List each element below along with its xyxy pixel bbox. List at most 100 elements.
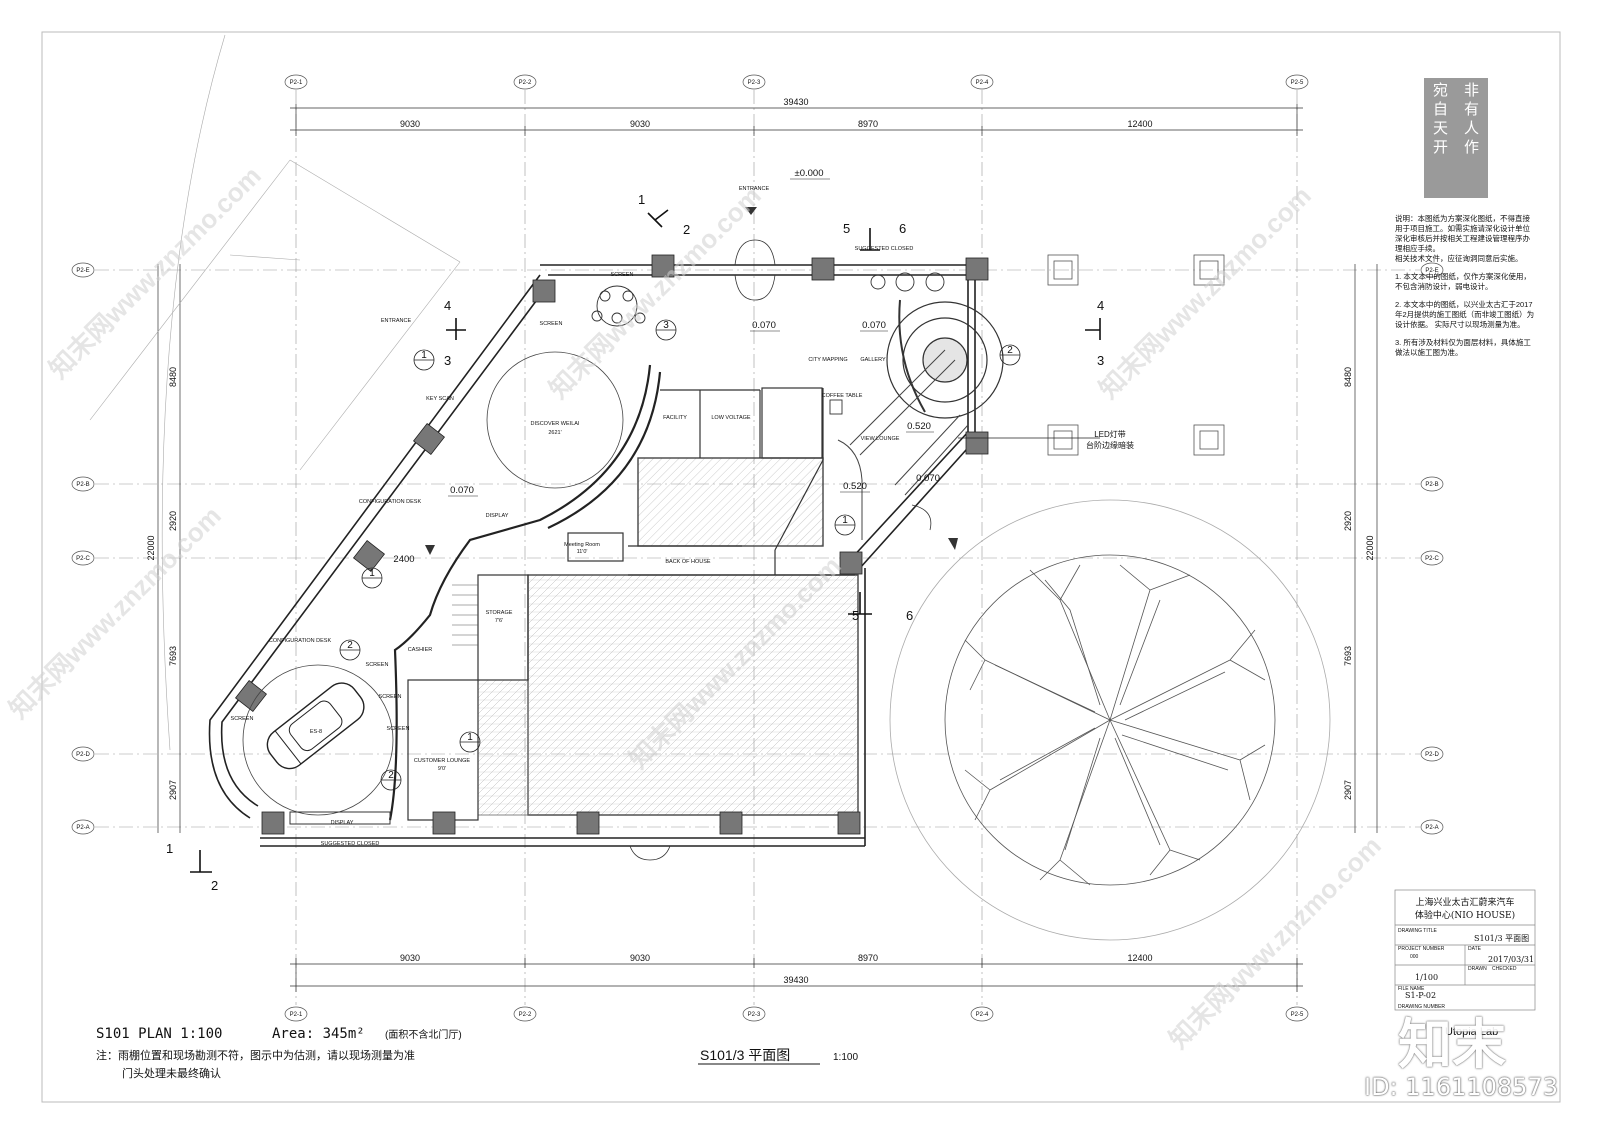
right-dim-4: 2907: [1343, 780, 1353, 800]
top-dim-1: 9030: [400, 119, 420, 129]
bottom-dim-2: 9030: [630, 953, 650, 963]
label-display-1: DISPLAY: [486, 513, 509, 519]
label-discover-area: 2621': [548, 430, 561, 436]
row-bubble-e-r: P2-E: [1420, 262, 1444, 278]
scale-value: 1/100: [1415, 973, 1438, 982]
svg-text:P2-C: P2-C: [76, 556, 90, 562]
svg-text:P2-3: P2-3: [748, 80, 761, 86]
row-bubble-b: P2-B: [71, 476, 95, 492]
bottom-dim-3: 8970: [858, 953, 878, 963]
section-2a: 2: [683, 222, 690, 237]
company-name: Utopia Lab: [1445, 1026, 1498, 1038]
area-note: (面积不含北门厅): [385, 1028, 462, 1041]
col-bubble-3: P2-3: [742, 74, 766, 90]
right-total-dim: 22000: [1365, 535, 1375, 560]
right-dim-3: 7693: [1343, 646, 1353, 666]
section-markers: [190, 209, 1101, 873]
seal-box: [1424, 78, 1488, 198]
svg-text:P2-5: P2-5: [1291, 80, 1304, 86]
svg-text:知末网www.znzmo.com: 知末网www.znzmo.com: [1093, 180, 1317, 404]
col-bubble-1: P2-1: [284, 74, 308, 90]
col-bubble-5: P2-5: [1285, 74, 1309, 90]
row-bubble-d-r: P2-D: [1420, 746, 1444, 762]
bottom-dimensions: [290, 958, 1303, 992]
date-label: DATE: [1468, 946, 1482, 952]
checked-label: CHECKED: [1492, 966, 1517, 972]
site-boundary: [89, 34, 461, 751]
top-dim-2: 9030: [630, 119, 650, 129]
seal-col-2: 宛自天开: [1431, 82, 1449, 158]
row-bubble-d: P2-D: [71, 746, 95, 762]
elev-1b: 1: [369, 568, 375, 579]
svg-text:P2-E: P2-E: [1425, 268, 1438, 274]
led-note-2: 台阶边缘暗装: [1086, 440, 1134, 450]
label-coffee-table: COFFEE TABLE: [822, 393, 863, 399]
discover-circle: [486, 351, 624, 489]
view-lounge-bench: [837, 349, 969, 540]
bottom-dim-4: 12400: [1127, 953, 1152, 963]
svg-text:P2-2: P2-2: [519, 80, 532, 86]
label-es8: ES-8: [310, 729, 322, 735]
elev-1a: 1: [421, 350, 427, 361]
plan-label: S101 PLAN 1:100: [96, 1026, 222, 1042]
svg-text:知末网www.znzmo.com: 知末网www.znzmo.com: [543, 180, 767, 404]
structural-columns: [234, 254, 989, 835]
label-storage: STORAGE: [486, 610, 513, 616]
row-bubble-a: P2-A: [71, 819, 95, 835]
seal: 宛自天开 非有人作: [1424, 82, 1488, 194]
label-entrance-top: ENTRANCE: [739, 186, 770, 192]
section-3a: 3: [444, 353, 451, 368]
project-number-label: PROJECT NUMBER: [1398, 946, 1445, 952]
entrance-doors: [629, 239, 932, 861]
file-name-label: FILE NAME: [1398, 986, 1425, 992]
label-screen-b: SCREEN: [366, 662, 389, 668]
right-dim-2: 2920: [1343, 511, 1353, 531]
side-dimensions: [157, 264, 1378, 833]
label-back-of-house: BACK OF HOUSE: [665, 559, 711, 565]
svg-text:知末网www.znzmo.com: 知末网www.znzmo.com: [1163, 830, 1387, 1054]
notes-intro-2: 相关技术文件，应征询洞同意后实施。: [1395, 254, 1523, 263]
label-cashier: CASHIER: [408, 647, 432, 653]
svg-text:P2-1: P2-1: [290, 80, 303, 86]
level-070b: 0.070: [862, 320, 886, 331]
stair-hatch: [477, 679, 529, 816]
grid-bubbles: P2-1 P2-2 P2-3 P2-4 P2-5 P2-1 P2-2 P2-3 …: [71, 74, 1444, 1022]
entrance-arrows: [425, 207, 958, 555]
section-1a: 1: [638, 192, 645, 207]
label-screen-c: SCREEN: [379, 694, 402, 700]
display-counter: [289, 811, 391, 825]
elev-3: 3: [663, 320, 669, 331]
grid-lines: [95, 90, 1420, 1005]
section-5b: 5: [852, 608, 859, 623]
label-screen-d: SCREEN: [387, 726, 410, 732]
drawing-number-label: DRAWING NUMBER: [1398, 1004, 1445, 1010]
label-low-voltage: LOW VOLTAGE: [711, 415, 751, 421]
date-value: 2017/03/31: [1488, 955, 1534, 964]
svg-text:P2-B: P2-B: [1425, 482, 1438, 488]
exterior-planters: [1047, 254, 1225, 456]
label-customer-area: 9'0': [438, 766, 446, 772]
svg-text:P2-D: P2-D: [76, 752, 90, 758]
notes-2: 2. 本文本中的图纸，以兴业太古汇于2017年2月提供的施工图纸（而非竣工图纸）…: [1395, 300, 1535, 329]
elev-1c: 1: [467, 732, 473, 743]
ramp-hatch: [527, 574, 859, 816]
elev-2a: 2: [347, 640, 353, 651]
left-dim-4: 2907: [168, 780, 178, 800]
level-underlines: [448, 178, 934, 497]
level-070c: 0.070: [450, 485, 474, 496]
label-entrance-left: ENTRANCE: [381, 318, 412, 324]
drawn-label: DRAWN: [1468, 966, 1487, 972]
top-dim-3: 8970: [858, 119, 878, 129]
col-bubble-1b: P2-1: [284, 1006, 308, 1022]
svg-text:P2-2: P2-2: [519, 1012, 532, 1018]
elev-2b: 2: [388, 770, 394, 781]
top-dimensions: [290, 104, 1303, 136]
left-total-dim: 22000: [146, 535, 156, 560]
footer-note-2: 门头处理未最终确认: [122, 1066, 221, 1080]
area-label: Area: 345m²: [272, 1026, 365, 1042]
row-bubble-e: P2-E: [71, 262, 95, 278]
svg-text:P2-A: P2-A: [76, 825, 89, 831]
footer-note-1: 注：雨棚位置和现场勘测不符，图示中为估测，请以现场测量为准: [96, 1048, 415, 1062]
plaza-tree: [889, 499, 1331, 941]
design-notes: 说明：本图纸为方案深化图纸，不得直接用于项目施工。如需实施请深化设计单位深化审核…: [1395, 214, 1537, 358]
